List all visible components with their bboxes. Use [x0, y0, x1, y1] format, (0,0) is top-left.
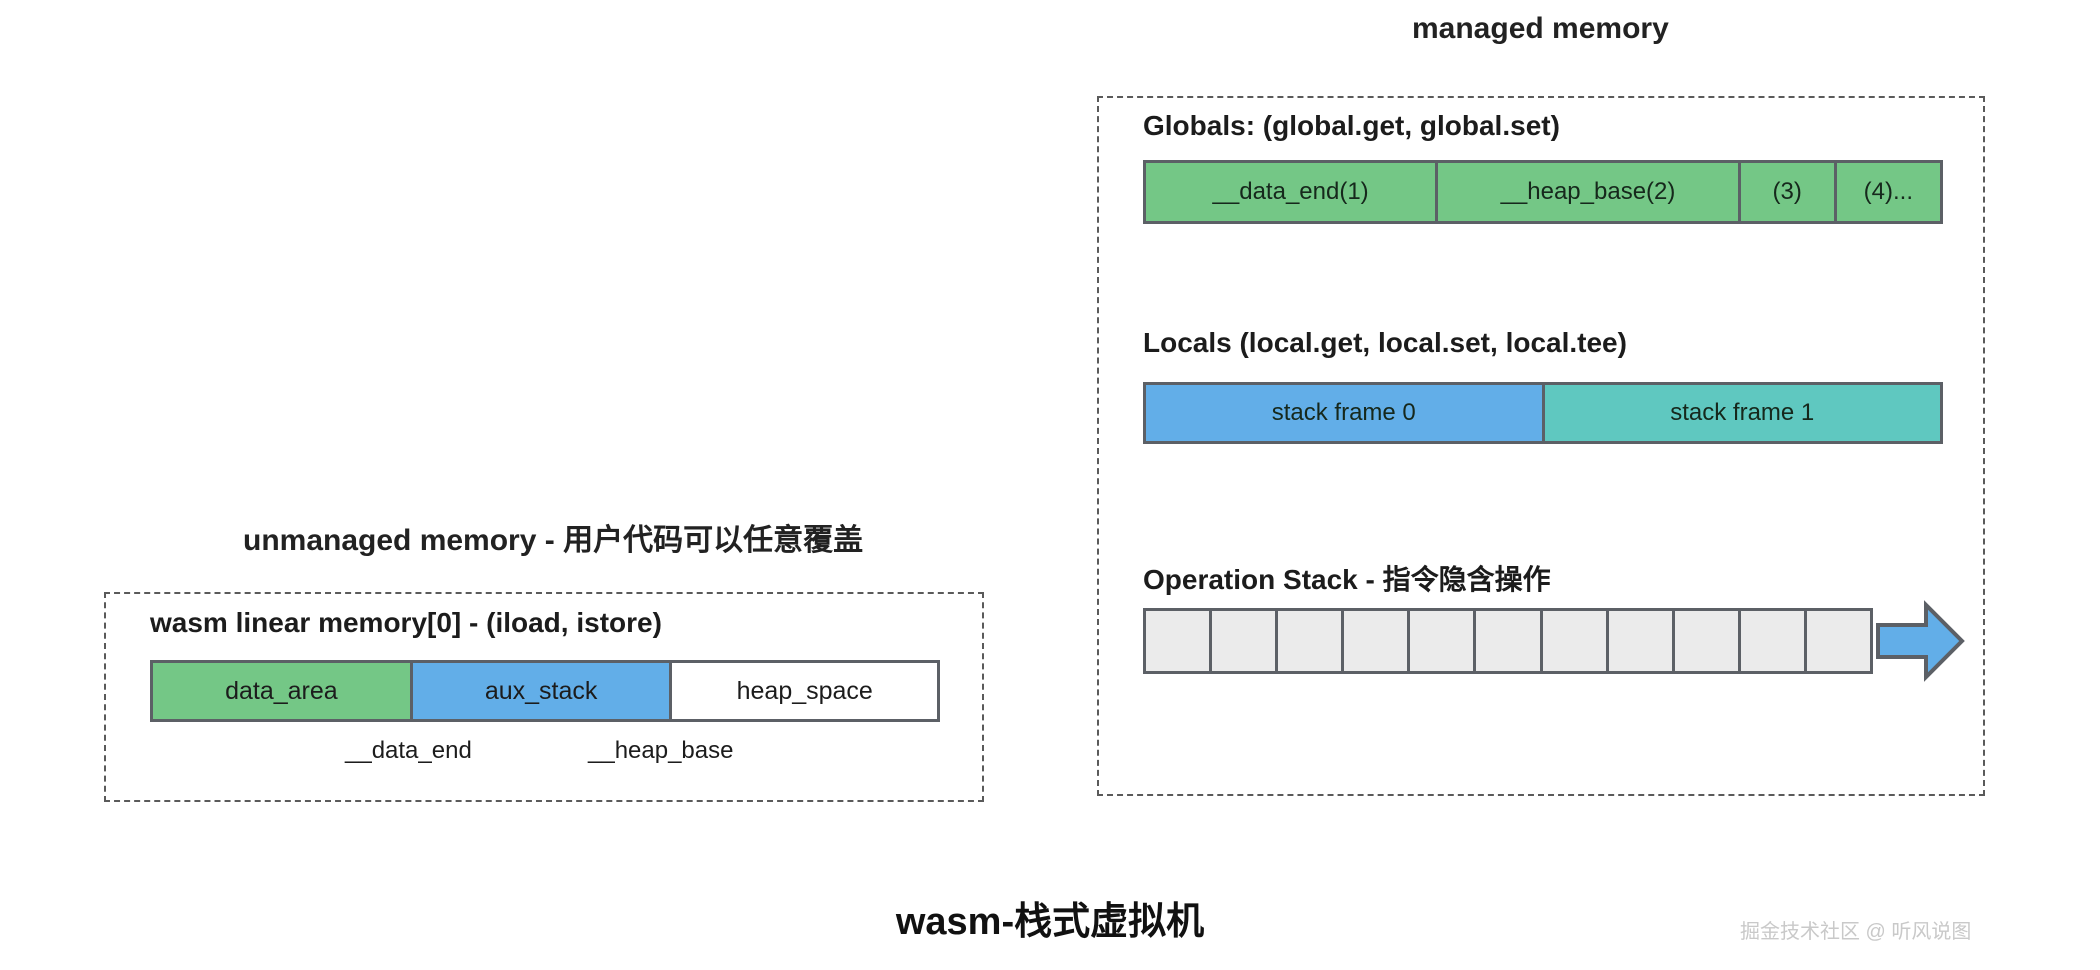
managed-memory-caption: managed memory — [1412, 12, 1669, 45]
locals-heading: Locals (local.get, local.set, local.tee) — [1143, 327, 1627, 358]
linear-memory-heading: wasm linear memory[0] - (iload, istore) — [150, 607, 662, 638]
locals-segment-stack-frame-0[interactable]: stack frame 0 — [1146, 385, 1545, 441]
locals-segment-stack-frame-1[interactable]: stack frame 1 — [1544, 385, 1940, 441]
operation-stack-cell[interactable] — [1146, 611, 1213, 671]
operation-stack-cell[interactable] — [1542, 611, 1609, 671]
operation-stack-cell[interactable] — [1740, 611, 1807, 671]
globals-segment-3[interactable]: (3) — [1740, 163, 1837, 221]
figure-title: wasm-栈式虚拟机 — [895, 901, 1205, 943]
operation-stack-cell[interactable] — [1608, 611, 1675, 671]
operation-stack-bar — [1143, 608, 1873, 674]
operation-stack-cell[interactable] — [1278, 611, 1345, 671]
watermark: 掘金技术社区 @ 听风说图 — [1740, 921, 1972, 943]
linear-memory-bar: data_area aux_stack heap_space — [150, 660, 940, 722]
linear-memory-segment-data-area[interactable]: data_area — [153, 663, 413, 719]
globals-segment-4[interactable]: (4)... — [1836, 163, 1940, 221]
globals-segment-heap-base[interactable]: __heap_base(2) — [1438, 163, 1741, 221]
globals-bar: __data_end(1) __heap_base(2) (3) (4)... — [1143, 160, 1943, 224]
globals-segment-data-end[interactable]: __data_end(1) — [1146, 163, 1439, 221]
linear-memory-segment-aux-stack[interactable]: aux_stack — [412, 663, 673, 719]
operation-stack-cell[interactable] — [1476, 611, 1543, 671]
globals-heading: Globals: (global.get, global.set) — [1143, 110, 1560, 141]
operation-stack-cell[interactable] — [1806, 611, 1871, 671]
unmanaged-memory-caption: unmanaged memory - 用户代码可以任意覆盖 — [243, 524, 864, 557]
operation-stack-cell[interactable] — [1212, 611, 1279, 671]
operation-stack-cell[interactable] — [1344, 611, 1411, 671]
pointer-label-data-end: __data_end — [345, 737, 472, 764]
locals-bar: stack frame 0 stack frame 1 — [1143, 382, 1943, 444]
operation-stack-heading: Operation Stack - 指令隐含操作 — [1143, 564, 1551, 595]
linear-memory-segment-heap-space[interactable]: heap_space — [672, 663, 937, 719]
pointer-label-heap-base: __heap_base — [588, 737, 734, 764]
operation-stack-cell[interactable] — [1410, 611, 1477, 671]
operation-stack-cell[interactable] — [1674, 611, 1741, 671]
right-arrow-icon — [1874, 597, 1966, 685]
